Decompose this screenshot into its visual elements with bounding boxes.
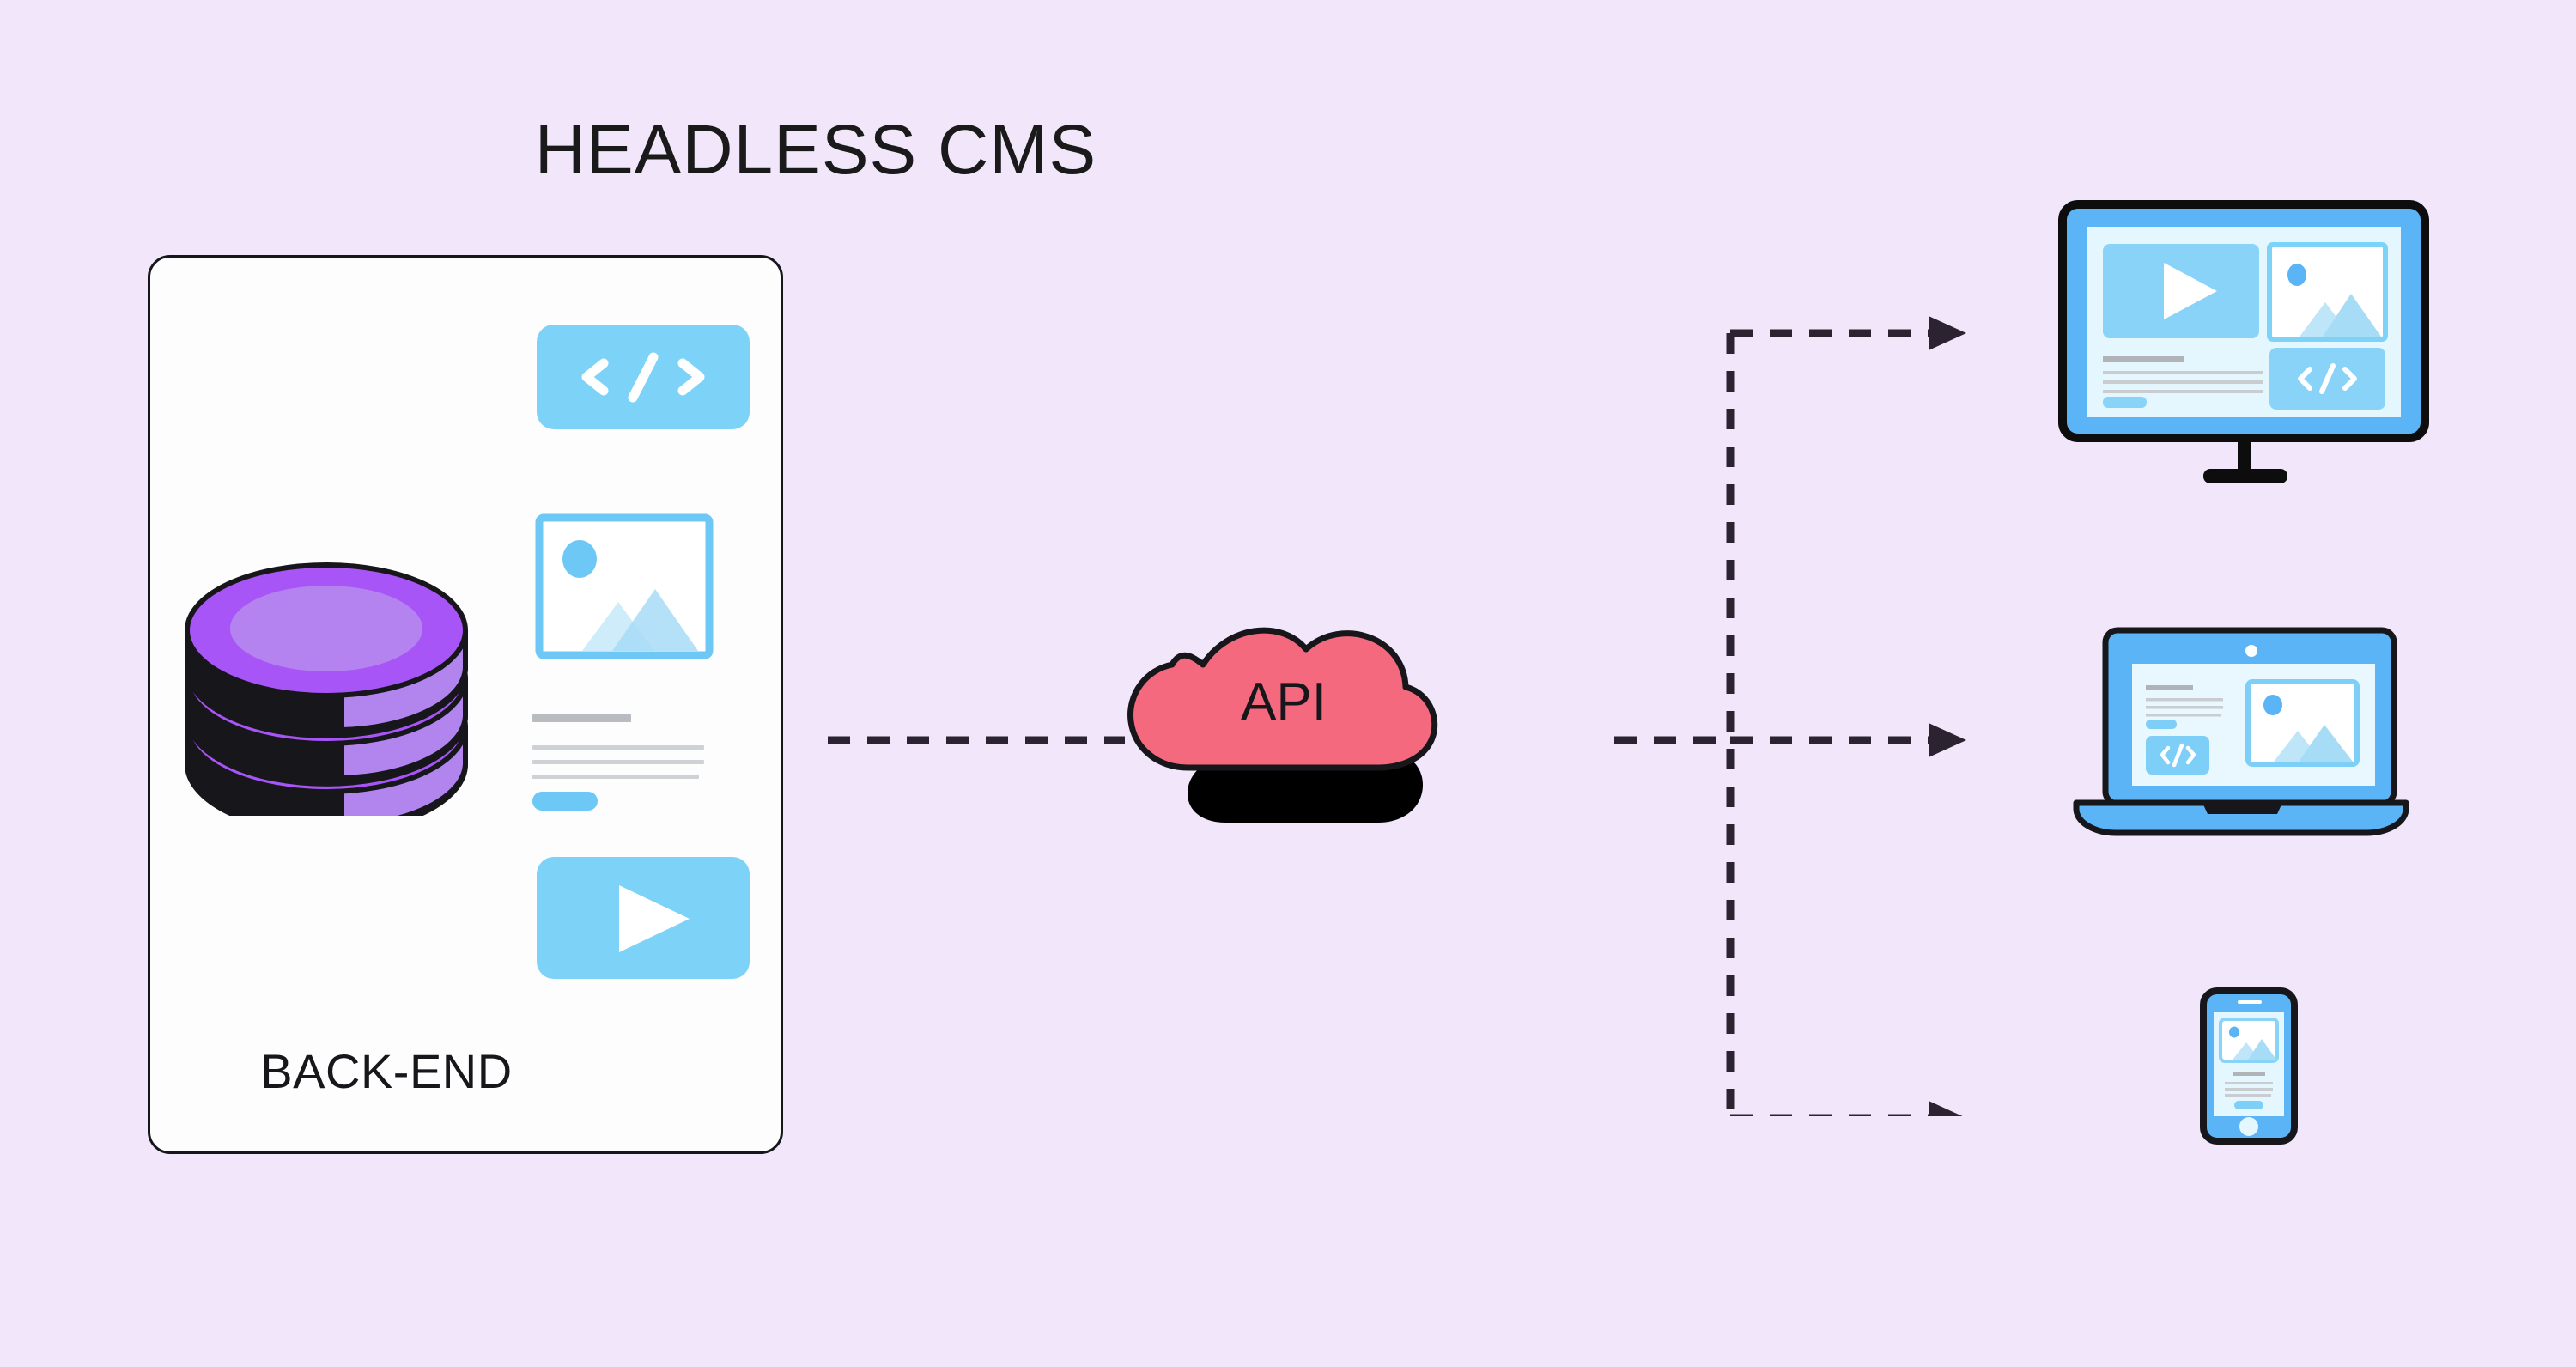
monitor-pill-button — [2103, 397, 2147, 408]
text-lines-block — [532, 714, 704, 811]
laptop-notch — [2202, 803, 2282, 814]
laptop-base — [2073, 799, 2409, 836]
image-placeholder-icon — [535, 513, 714, 659]
phone-icon — [2200, 987, 2298, 1145]
phone-pill-button — [2234, 1101, 2263, 1109]
api-label: API — [1241, 672, 1327, 732]
cloud-icon: API — [1127, 627, 1438, 823]
webcam-dot — [2245, 645, 2257, 657]
monitor-stand-base — [2203, 469, 2287, 483]
laptop-heading-line — [2146, 685, 2193, 690]
monitor-stand-neck — [2238, 438, 2251, 476]
video-play-tile-icon — [537, 857, 750, 979]
arrowhead-desktop — [1929, 316, 1966, 350]
laptop-pill-button — [2146, 720, 2177, 729]
phone-home-button — [2239, 1117, 2258, 1136]
monitor-icon — [2058, 200, 2429, 483]
database-stack-icon — [185, 562, 468, 816]
code-tile-icon — [537, 325, 750, 429]
arrowhead-laptop — [1929, 723, 1966, 757]
laptop-icon — [2073, 627, 2409, 836]
page-title: HEADLESS CMS — [534, 111, 1097, 189]
arrowhead-mobile — [1929, 1101, 1963, 1116]
phone-speaker — [2238, 1000, 2262, 1004]
monitor-heading-line — [2103, 356, 2184, 362]
connector-lines — [828, 316, 1966, 1116]
phone-heading-line — [2233, 1072, 2265, 1076]
backend-label: BACK-END — [260, 1044, 513, 1098]
